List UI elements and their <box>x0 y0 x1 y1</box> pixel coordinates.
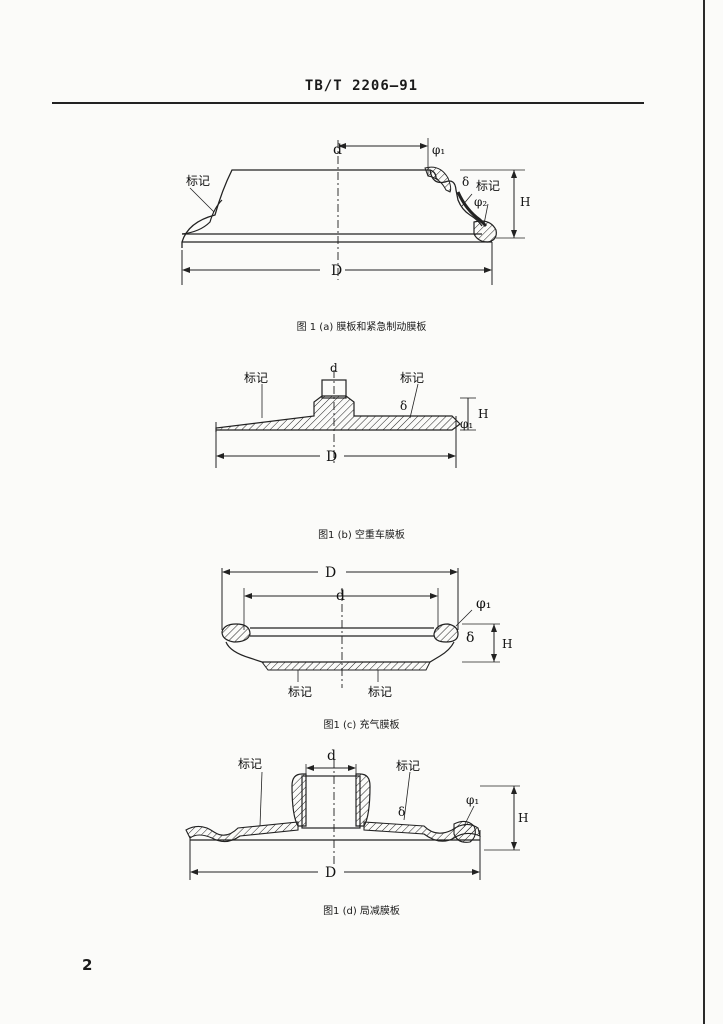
dim-H: H <box>520 195 530 209</box>
figure-1a-drawing: 标记 标记 d D H φ₁ φ₂ δ <box>181 138 530 285</box>
mark-label-left: 标记 <box>186 174 210 188</box>
mark-label-left: 标记 <box>238 757 262 771</box>
dim-H: H <box>478 407 488 421</box>
dim-H: H <box>502 637 512 651</box>
dim-delta: δ <box>466 630 474 646</box>
caption-1b: 图1 (b) 空重车膜板 <box>318 530 405 541</box>
dim-d: d <box>327 748 336 764</box>
mark-label-left: 标记 <box>244 371 268 385</box>
figure-1d: 标记 标记 d D H φ₁ δ <box>0 746 723 916</box>
dim-phi1: φ₁ <box>476 596 491 612</box>
dim-d: d <box>333 142 342 158</box>
standard-header: TB/T 2206—91 <box>304 78 419 94</box>
figure-1c-drawing: 标记 标记 d D H φ₁ δ <box>221 565 512 699</box>
figure-1a: 标记 标记 d D H φ₁ φ₂ δ <box>0 130 723 300</box>
mark-label-right: 标记 <box>400 371 424 385</box>
mark-label-right: 标记 <box>368 685 392 699</box>
caption-1d: 图1 (d) 局减膜板 <box>323 906 400 917</box>
dim-d: d <box>330 361 338 375</box>
figure-1b: 标记 标记 d D H φ₁ δ <box>0 360 723 530</box>
mark-label-left: 标记 <box>288 685 312 699</box>
dim-delta: δ <box>400 399 407 413</box>
dim-phi1: φ₁ <box>432 143 445 157</box>
mark-label-right: 标记 <box>396 759 420 773</box>
dim-delta: δ <box>398 805 405 819</box>
figure-1d-drawing: 标记 标记 d D H φ₁ δ <box>185 748 528 881</box>
figure-1c: 标记 标记 d D H φ₁ δ <box>0 558 723 728</box>
page-edge-line <box>703 0 705 1024</box>
dim-d: d <box>336 588 345 604</box>
mark-label-right: 标记 <box>476 179 500 193</box>
dim-D: D <box>325 865 336 881</box>
caption-1a: 图 1 (a) 膜板和紧急制动膜板 <box>296 322 427 333</box>
dim-delta: δ <box>462 175 469 189</box>
page-number: 2 <box>82 956 93 974</box>
figure-1b-drawing: 标记 标记 d D H φ₁ δ <box>215 361 488 468</box>
dim-D: D <box>326 449 337 465</box>
header-rule <box>52 102 644 104</box>
caption-1c: 图1 (c) 充气膜板 <box>323 720 400 731</box>
dim-D: D <box>325 565 336 581</box>
dim-phi1: φ₁ <box>460 417 473 431</box>
dim-H: H <box>518 811 528 825</box>
dim-D: D <box>331 263 342 279</box>
dim-phi2: φ₂ <box>474 195 487 209</box>
dim-phi1: φ₁ <box>466 793 479 807</box>
